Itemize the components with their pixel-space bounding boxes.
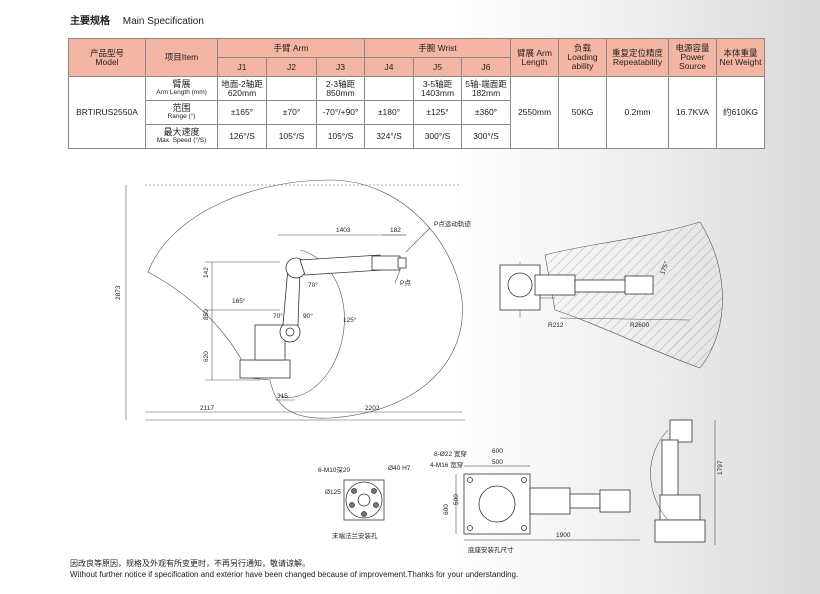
dim-142: 142 — [203, 267, 210, 278]
angle-125: 125° — [343, 316, 357, 324]
dim-500b: 500 — [453, 494, 460, 505]
th-weight-en: Net Weight — [719, 56, 762, 67]
flange-detail — [343, 479, 385, 521]
dim-850: 850 — [203, 309, 210, 320]
th-weight-cn: 本体重量 — [723, 47, 758, 58]
cell-repeatability: 0.2mm — [606, 76, 669, 149]
dim-2873: 2873 — [115, 285, 122, 300]
row-label-speed: 最大速度 Max. Speed (°/S) — [145, 124, 218, 149]
range-cn: 范围 — [172, 103, 191, 114]
cell-loading: 50KG — [558, 76, 607, 149]
cell: 105°/S — [266, 124, 317, 149]
dim-2202: 2202 — [365, 405, 380, 412]
dim-r212: R212 — [548, 322, 564, 329]
dim-500a: 500 — [492, 459, 503, 466]
cell-power: 16.7KVA — [668, 76, 717, 149]
dim-1403: 1403 — [336, 227, 351, 234]
cell: 5轴-端面距 182mm — [461, 76, 511, 101]
spec-table: 产品型号 Model 项目Item 手臂 Arm 手腕 Wrist 臂展 Arm… — [68, 38, 765, 149]
dim-182: 182 — [390, 227, 401, 234]
th-weight: 本体重量 Net Weight — [716, 38, 765, 77]
th-repeatability: 重复定位精度 Repeatability — [606, 38, 669, 77]
label-p-track: P点运动轨迹 — [434, 219, 471, 228]
row-label-range: 范围 Range (°) — [145, 100, 218, 125]
wrist — [371, 255, 401, 271]
label-flange-holes: 6-M10深20 — [318, 465, 351, 474]
work-envelope — [147, 179, 463, 419]
label-base-holes1: 8-Ø22 宽穿 — [434, 449, 467, 458]
th-j6: J6 — [461, 57, 511, 77]
title-en: Main Specification — [122, 16, 204, 27]
dim-r2600: R2600 — [630, 322, 650, 329]
th-loading-en: Loading ability — [567, 52, 598, 71]
flange-caption: 末端法兰安装孔 — [332, 533, 378, 540]
th-model: 产品型号 Model — [68, 38, 146, 77]
cell — [364, 76, 414, 101]
cell: ±165° — [217, 100, 267, 125]
label-flange-d: Ø125 — [325, 489, 341, 496]
cell-arm-length: 2550mm — [510, 76, 559, 149]
robot-base — [239, 359, 291, 379]
cell: 地面-2轴距 620mm — [217, 76, 267, 101]
cell-model: BRTIRUS2550A — [68, 76, 146, 149]
footer-cn: 因改良等原因，规格及外观有所变更时，不再另行通知，敬请谅解。 — [70, 559, 310, 568]
cell-weight: 约610KG — [716, 76, 765, 149]
th-loading-cn: 负载 — [573, 43, 591, 54]
upper-arm — [299, 254, 383, 276]
cell: ±125° — [413, 100, 462, 125]
speed-en: Max. Speed (°/S) — [156, 136, 207, 144]
armlen-cn: 臂展 — [172, 79, 191, 90]
base-detail — [455, 465, 640, 541]
dim-600b: 600 — [443, 504, 450, 515]
dim-620: 620 — [203, 351, 210, 362]
th-j3: J3 — [316, 57, 365, 77]
angle-70: 70° — [308, 281, 318, 289]
cell: 105°/S — [316, 124, 365, 149]
cell: 300°/S — [413, 124, 462, 149]
th-model-en: Model — [95, 56, 119, 67]
th-rep-en: Repeatability — [612, 56, 663, 67]
th-power: 电源容量 Power Source — [668, 38, 717, 77]
cell: 126°/S — [217, 124, 267, 149]
cell: 300°/S — [461, 124, 511, 149]
th-power-en: Power Source — [679, 52, 706, 71]
base-caption: 底座安装孔尺寸 — [468, 547, 514, 554]
th-rep-cn: 重复定位精度 — [611, 47, 663, 58]
section-title: 主要规格 Main Specification — [70, 12, 204, 27]
speed-cn: 最大速度 — [163, 127, 200, 138]
th-model-cn: 产品型号 — [89, 47, 124, 58]
range-en: Range (°) — [167, 112, 196, 120]
top-envelope — [544, 221, 723, 369]
dim-315: 315 — [277, 393, 288, 400]
robot-side — [239, 254, 407, 379]
dim-1900: 1900 — [556, 532, 571, 539]
dim-600a: 600 — [492, 448, 503, 455]
dim-2117: 2117 — [200, 405, 214, 412]
th-arm-group: 手臂 Arm — [217, 38, 365, 58]
drawing-labels: 1403 182 P点运动轨迹 P点 2873 142 850 620 2117… — [115, 219, 724, 539]
footer-en: Without further notice if specification … — [70, 570, 519, 579]
th-j1: J1 — [217, 57, 267, 77]
cell — [266, 76, 317, 101]
right-elevation — [650, 419, 716, 545]
cell: 324°/S — [364, 124, 414, 149]
label-flange-pcd: Ø40 H7 — [388, 465, 411, 472]
label-base-holes2: 4-M16 宽穿 — [430, 460, 463, 469]
top-view — [499, 221, 723, 369]
th-j5: J5 — [413, 57, 462, 77]
th-power-cn: 电源容量 — [675, 43, 710, 54]
label-p-point: P点 — [400, 279, 411, 287]
angle-70b: 70° — [273, 312, 283, 320]
armlen-en: Arm Length (mm) — [156, 88, 207, 96]
th-wrist-group: 手腕 Wrist — [364, 38, 511, 58]
angle-90: 90° — [303, 312, 313, 320]
angle-165: 165° — [232, 297, 246, 305]
title-cn: 主要规格 — [70, 16, 110, 27]
dim-1797: 1797 — [717, 460, 724, 475]
